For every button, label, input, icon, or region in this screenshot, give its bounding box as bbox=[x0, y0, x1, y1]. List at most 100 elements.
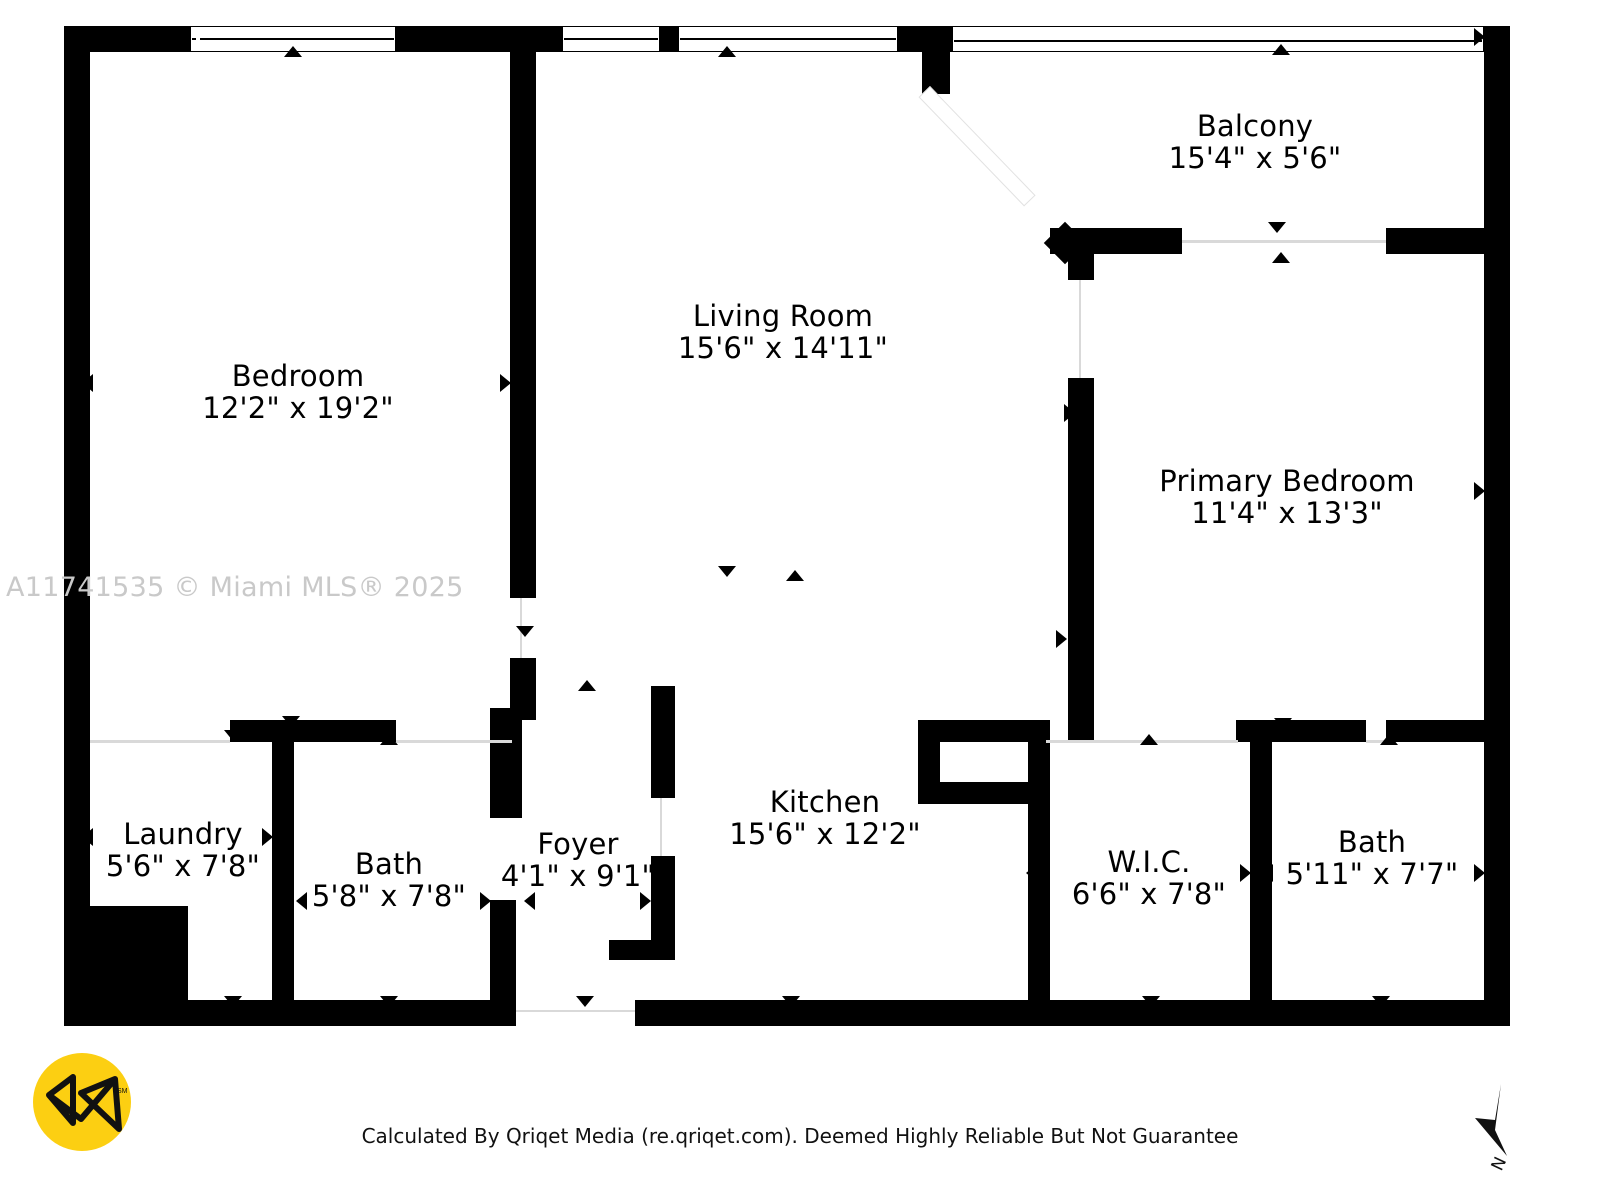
dim-arrow-primary-right2 bbox=[1064, 404, 1075, 422]
room-name-balcony: Balcony bbox=[1196, 109, 1314, 143]
balcony-rail-top-line bbox=[954, 40, 1482, 42]
dim-arrow-balcony-right bbox=[1474, 28, 1485, 46]
room-label-wic: W.I.C. 6'6" x 7'8" bbox=[1042, 846, 1256, 911]
dim-arrow-bedroom-right bbox=[500, 374, 511, 392]
dim-arrow-primary-left bbox=[1078, 482, 1089, 500]
partition-laundry-bath bbox=[272, 720, 294, 1026]
dim-arrow-bathright-bottom bbox=[1372, 996, 1390, 1007]
room-name-kitchen: Kitchen bbox=[769, 785, 881, 819]
foyer-opening-right-line bbox=[660, 798, 662, 856]
window-top-mid-line bbox=[564, 38, 658, 40]
north-arrow-icon bbox=[1475, 1084, 1507, 1156]
room-dimensions-foyer: 4'1" x 9'1" bbox=[500, 859, 656, 894]
room-dimensions-bedroom: 12'2" x 19'2" bbox=[202, 391, 394, 426]
exterior-wall-left bbox=[64, 26, 90, 1026]
dim-arrow-bathleft-bottom bbox=[380, 996, 398, 1007]
wall-bath-right-top bbox=[1236, 720, 1366, 742]
dim-arrow-living-sliding bbox=[928, 58, 939, 76]
room-dimensions-bath-right: 5'11" x 7'7" bbox=[1285, 857, 1459, 892]
wall-wic-right bbox=[1250, 720, 1272, 1026]
dim-arrow-bedroom-bottom bbox=[516, 404, 534, 415]
foyer-opening-right bbox=[651, 798, 675, 856]
pier-foyer-left-stub bbox=[490, 806, 522, 818]
wall-foyer-left-lower bbox=[490, 900, 516, 1026]
room-label-bath-right: Bath 5'11" x 7'7" bbox=[1268, 826, 1476, 891]
entry-opening-bottom bbox=[513, 1000, 635, 1026]
dim-arrow-primary-right3 bbox=[1056, 630, 1067, 648]
north-arrow: N bbox=[1455, 1078, 1525, 1174]
dim-arrow-laundry-right bbox=[262, 828, 273, 846]
dim-arrow-wic-left bbox=[1026, 864, 1037, 882]
room-label-primary-bedroom: Primary Bedroom 11'4" x 13'3" bbox=[1110, 465, 1464, 530]
exterior-wall-top-mid bbox=[660, 26, 678, 52]
opening-primary-bedroom-line bbox=[1079, 280, 1081, 378]
partition-living-primary-lower bbox=[1068, 378, 1094, 742]
dim-arrow-living-left bbox=[718, 566, 736, 577]
dim-arrow-bathright-top2 bbox=[1380, 734, 1398, 745]
room-dimensions-primary-bedroom: 11'4" x 13'3" bbox=[1191, 496, 1383, 531]
room-dimensions-wic: 6'6" x 7'8" bbox=[1071, 877, 1227, 912]
room-label-kitchen: Kitchen 15'6" x 12'2" bbox=[700, 786, 950, 851]
room-dimensions-bath-left: 5'8" x 7'8" bbox=[311, 879, 467, 914]
qriqet-media-logo: SM bbox=[33, 1053, 131, 1151]
dim-arrow-bathleft-left bbox=[296, 892, 307, 910]
dim-arrow-foyer-right bbox=[640, 892, 651, 910]
mechanical-chase-block bbox=[64, 906, 188, 1026]
dim-arrow-bathright-right bbox=[1474, 864, 1485, 882]
wall-foyer-right-lower bbox=[651, 856, 675, 940]
opening-bath-right-top bbox=[1366, 740, 1388, 743]
window-top-mid2-line bbox=[680, 38, 896, 40]
room-dimensions-kitchen: 15'6" x 12'2" bbox=[729, 817, 921, 852]
balcony-rail-top bbox=[952, 26, 1484, 52]
partition-bedroom-living-upper bbox=[510, 26, 536, 598]
mls-watermark: A11741535 © Miami MLS® 2025 bbox=[6, 572, 464, 603]
svg-text:SM: SM bbox=[117, 1088, 128, 1095]
room-name-bath-left: Bath bbox=[354, 847, 424, 881]
dim-arrow-bathright-left bbox=[1262, 864, 1273, 882]
room-label-living-room: Living Room 15'6" x 14'11" bbox=[638, 300, 928, 365]
balcony-opening-bottom-line bbox=[1182, 240, 1386, 243]
calculation-credit: Calculated By Qriqet Media (re.qriqet.co… bbox=[361, 1124, 1239, 1148]
dim-arrow-kitchen-bottom bbox=[782, 996, 800, 1007]
pier-foyer-left bbox=[490, 708, 522, 806]
room-dimensions-balcony: 15'4" x 5'6" bbox=[1168, 141, 1342, 176]
room-label-foyer: Foyer 4'1" x 9'1" bbox=[500, 828, 656, 893]
room-name-living-room: Living Room bbox=[692, 299, 874, 333]
dim-arrow-bedroom-bottom2 bbox=[516, 626, 534, 637]
room-label-bedroom: Bedroom 12'2" x 19'2" bbox=[150, 360, 446, 425]
room-name-primary-bedroom: Primary Bedroom bbox=[1159, 464, 1415, 498]
wall-kitchen-jog-bottom bbox=[918, 782, 1038, 804]
opening-primary-bedroom bbox=[1068, 280, 1094, 378]
dim-arrow-bedroom-left bbox=[82, 374, 93, 392]
room-name-wic: W.I.C. bbox=[1107, 845, 1191, 879]
dim-arrow-laundry-left bbox=[82, 828, 93, 846]
wall-wic-top bbox=[1028, 720, 1046, 742]
dim-arrow-primary-bottom bbox=[1140, 734, 1158, 745]
dim-arrow-foyer-left bbox=[524, 892, 535, 910]
wall-balcony-bottom-right bbox=[1386, 228, 1510, 254]
room-dimensions-living-room: 15'6" x 14'11" bbox=[677, 331, 889, 366]
dim-arrow-laundry-top2 bbox=[224, 730, 242, 741]
dim-arrow-balcony-bottom2 bbox=[1272, 252, 1290, 263]
window-top-left-line bbox=[192, 38, 394, 40]
logo-mark-icon: SM bbox=[46, 1074, 128, 1132]
dim-arrow-wic-bottom bbox=[1142, 996, 1160, 1007]
wall-wic-left bbox=[1028, 720, 1050, 1026]
room-name-foyer: Foyer bbox=[537, 827, 619, 861]
dim-arrow-bedroom-top bbox=[284, 46, 302, 57]
dim-arrow-bathright-top bbox=[1274, 718, 1292, 729]
room-label-bath-left: Bath 5'8" x 7'8" bbox=[302, 848, 476, 913]
exterior-wall-top-left2 bbox=[396, 26, 562, 52]
wall-bath-left-top bbox=[230, 720, 396, 742]
room-name-bedroom: Bedroom bbox=[231, 359, 365, 393]
room-name-laundry: Laundry bbox=[123, 817, 243, 851]
room-dimensions-laundry: 5'6" x 7'8" bbox=[105, 849, 261, 884]
opening-laundry-top bbox=[90, 740, 230, 743]
dim-arrow-laundry-bottom bbox=[224, 996, 242, 1007]
entry-opening-line bbox=[513, 1010, 635, 1012]
dim-arrow-bathleft-right bbox=[480, 892, 491, 910]
room-label-balcony: Balcony 15'4" x 5'6" bbox=[1110, 110, 1400, 175]
wall-foyer-bottom-nub bbox=[609, 940, 675, 960]
dim-arrow-laundry-top bbox=[282, 716, 300, 727]
